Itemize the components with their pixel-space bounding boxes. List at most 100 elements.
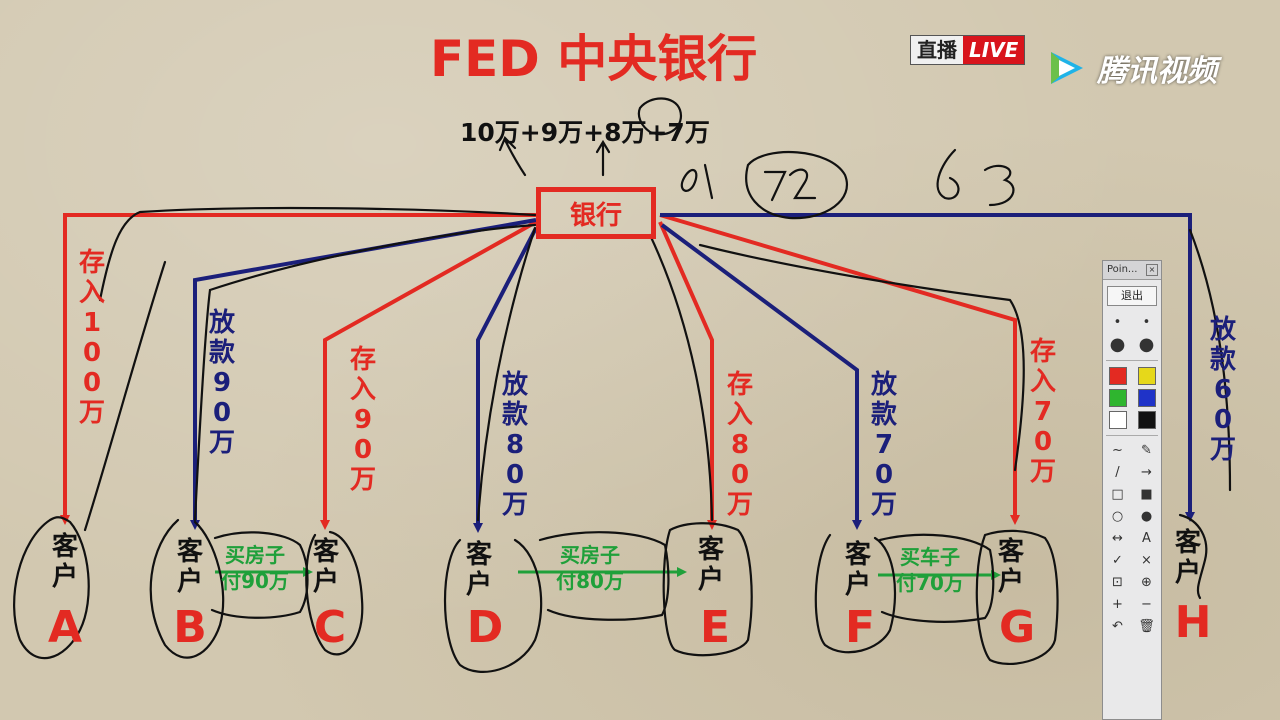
tool-9-icon[interactable]: A <box>1142 531 1151 546</box>
tencent-video-logo-icon <box>1051 52 1083 84</box>
customer-F: 客户 <box>844 540 871 600</box>
tool-14-icon[interactable]: + <box>1112 597 1123 612</box>
scribble-81 <box>680 163 714 200</box>
tool-row: ~✎ <box>1103 440 1161 462</box>
toolbar-close-button[interactable]: × <box>1146 264 1158 276</box>
pen-size-large-icon[interactable]: ● <box>1109 334 1126 355</box>
customer-letter-G: G <box>998 602 1036 653</box>
color-swatch-5[interactable] <box>1137 411 1156 429</box>
live-badge-cn: 直播 <box>911 36 963 64</box>
pen-size-row: • • <box>1103 312 1161 334</box>
tool-5-icon[interactable]: ■ <box>1140 487 1153 502</box>
tool-10-icon[interactable]: ✓ <box>1112 553 1123 568</box>
pen-size-small-icon[interactable]: • <box>1113 315 1122 330</box>
tool-15-icon[interactable]: − <box>1141 597 1152 612</box>
toolbar-divider <box>1106 360 1158 361</box>
tool-row: /→ <box>1103 462 1161 484</box>
tencent-video-watermark: 腾讯视频 <box>1045 46 1217 90</box>
scribble-circle-A <box>13 516 90 660</box>
flow-arrow-C <box>320 220 537 530</box>
scribble-72 <box>763 168 817 202</box>
customer-letter-C: C <box>313 602 347 653</box>
flow-arrow-E <box>658 221 717 530</box>
handwritten-annotations <box>13 97 1232 673</box>
customer-A: 客户 <box>51 532 78 592</box>
tool-row: ○● <box>1103 506 1161 528</box>
transfer-label-D-E: 买房子 付80万 <box>556 543 624 593</box>
swatch-row <box>1103 409 1161 431</box>
tool-3-icon[interactable]: → <box>1141 465 1152 480</box>
scribble-line-G <box>698 243 1025 472</box>
color-swatch-3[interactable] <box>1137 389 1156 407</box>
tool-17-icon[interactable]: 🗑 <box>1138 619 1155 634</box>
scribble-circle-D <box>443 538 543 673</box>
tool-row: ⊡⊕ <box>1103 572 1161 594</box>
customer-H: 客户 <box>1174 528 1201 588</box>
scribble-link-F-G <box>878 533 995 623</box>
bank-label: 银行 <box>569 200 622 231</box>
tencent-video-brand: 腾讯视频 <box>1097 54 1217 89</box>
scribble-line-H <box>1188 228 1232 492</box>
scribble-circle-G <box>975 529 1059 665</box>
scribble-line-B <box>193 223 537 522</box>
tool-row: ✓× <box>1103 550 1161 572</box>
flow-arrow-F <box>660 223 862 530</box>
color-swatch-1[interactable] <box>1137 367 1156 385</box>
tool-16-icon[interactable]: ↶ <box>1112 619 1123 634</box>
tool-7-icon[interactable]: ● <box>1140 509 1153 524</box>
color-swatch-0[interactable] <box>1108 367 1127 385</box>
scribble-line-A <box>83 260 167 532</box>
scribble-arrow-2 <box>595 139 611 177</box>
customer-C: 客户 <box>312 537 339 597</box>
tool-row: ↶🗑 <box>1103 616 1161 638</box>
color-swatch-2[interactable] <box>1108 389 1127 407</box>
scribble-line-D <box>476 226 537 522</box>
scribble-circle-E <box>662 522 753 657</box>
tool-2-icon[interactable]: / <box>1115 465 1120 480</box>
tool-buttons: ~✎/→□■○●↔A✓×⊡⊕+−↶🗑 <box>1103 440 1161 638</box>
live-badge: 直播 LIVE <box>910 35 1026 65</box>
customer-letter-E: E <box>699 602 731 653</box>
scribble-link-D-E <box>538 531 670 621</box>
tool-row: □■ <box>1103 484 1161 506</box>
swatch-row <box>1103 387 1161 409</box>
tool-6-icon[interactable]: ○ <box>1111 509 1124 524</box>
scribble-line-E <box>648 233 714 522</box>
toolbar-exit-button[interactable]: 退出 <box>1107 286 1157 306</box>
color-swatch-4[interactable] <box>1108 411 1127 429</box>
customer-letter-F: F <box>844 602 876 653</box>
flow-arrow-G <box>659 213 1020 525</box>
scribble-circle-F <box>814 533 897 654</box>
pen-size-medium-icon[interactable]: • <box>1142 315 1151 330</box>
swatch-row <box>1103 365 1161 387</box>
customer-D: 客户 <box>465 540 492 600</box>
color-swatches <box>1103 365 1161 431</box>
flow-arrow-H <box>660 213 1195 522</box>
reserve-formula: 10万+9万+8万+7万 <box>460 118 710 147</box>
toolbar-titlebar: Poin... × <box>1103 261 1161 280</box>
tool-11-icon[interactable]: × <box>1141 553 1152 568</box>
flow-arrow-A <box>60 213 536 525</box>
customer-letter-D: D <box>466 602 504 653</box>
flow-arrow-D <box>473 227 538 533</box>
scribble-circle-B <box>149 518 225 659</box>
tool-row: +− <box>1103 594 1161 616</box>
scribble-arrow-1 <box>498 136 527 177</box>
tool-0-icon[interactable]: ~ <box>1112 443 1123 458</box>
tool-4-icon[interactable]: □ <box>1111 487 1124 502</box>
customer-letter-H: H <box>1174 597 1212 648</box>
tool-1-icon[interactable]: ✎ <box>1141 443 1152 458</box>
scribble-line-A-top <box>98 206 537 302</box>
tool-8-icon[interactable]: ↔ <box>1112 531 1123 546</box>
scribble-link-B-C <box>210 531 309 619</box>
pen-size-xlarge-icon[interactable]: ● <box>1138 334 1155 355</box>
tool-13-icon[interactable]: ⊕ <box>1141 575 1152 590</box>
tool-12-icon[interactable]: ⊡ <box>1112 575 1123 590</box>
